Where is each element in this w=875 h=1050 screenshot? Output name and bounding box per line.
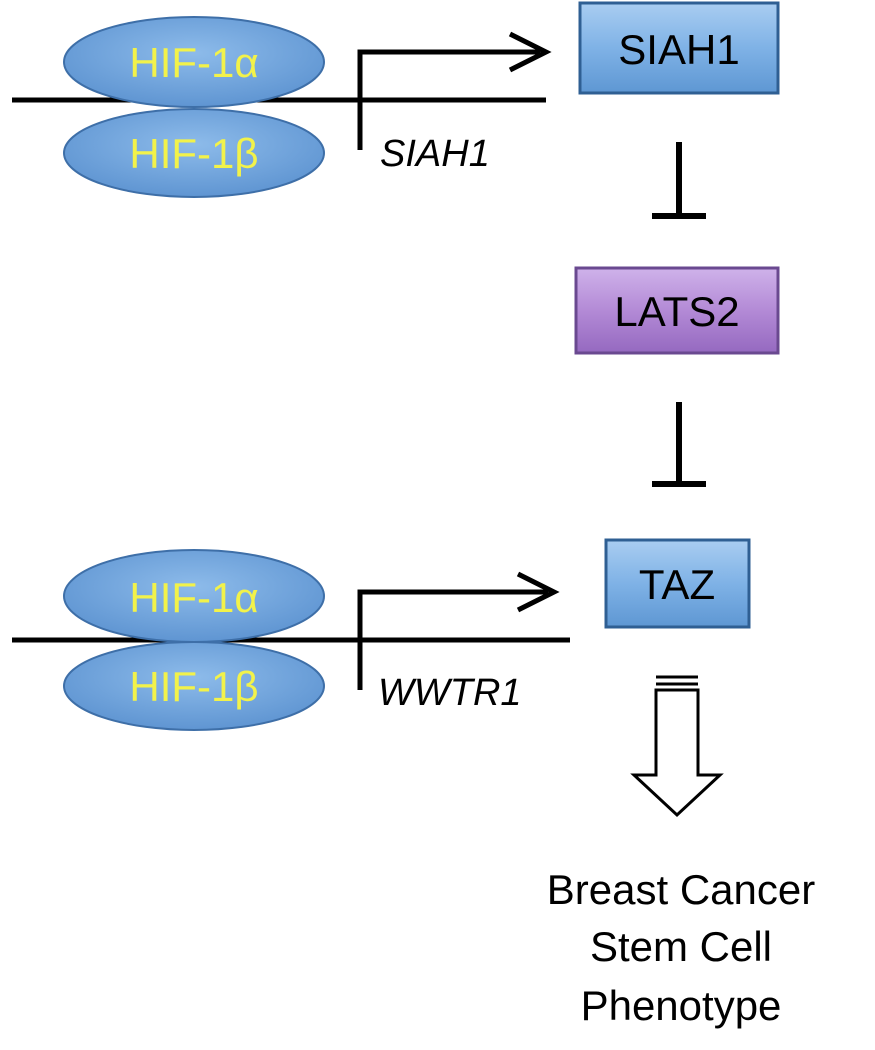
bottom-promoter-arrow [357, 589, 548, 690]
bottom-hif1-alpha-ellipse [63, 549, 325, 643]
top-hif1-beta-label: HIF-1β [129, 130, 258, 177]
top-arrow-head [508, 31, 552, 73]
inhibition-lats2-taz-icon [652, 402, 706, 487]
top-hif1-beta-ellipse [63, 108, 325, 198]
bottom-hif1-alpha-label: HIF-1α [129, 574, 258, 621]
lats2-label: LATS2 [614, 288, 739, 335]
outcome-label: Breast Cancer Stem Cell Phenotype [547, 866, 815, 1029]
taz-label: TAZ [639, 561, 715, 608]
top-gene-label: SIAH1 [380, 133, 490, 175]
lats2-node: LATS2 [574, 266, 780, 355]
bottom-gene-label: WWTR1 [378, 672, 522, 714]
taz-node: TAZ [604, 538, 751, 629]
bottom-hif1-beta-label: HIF-1β [129, 663, 258, 710]
outcome-line-2: Stem Cell [590, 923, 772, 970]
top-hif1-alpha-label: HIF-1α [129, 39, 258, 86]
bottom-arrow-head [516, 571, 560, 613]
outcome-line-3: Phenotype [581, 982, 782, 1029]
inhibition-siah1-lats2-icon [652, 142, 706, 219]
siah1-label: SIAH1 [618, 26, 739, 73]
top-hif-complex: HIF-1α HIF-1β SIAH1 [12, 16, 552, 198]
bottom-hif-complex: HIF-1α HIF-1β WWTR1 [12, 549, 570, 731]
hollow-down-arrow-icon [630, 675, 724, 818]
top-hif1-alpha-ellipse [63, 16, 325, 108]
siah1-node: SIAH1 [578, 1, 780, 95]
top-promoter-arrow [357, 49, 540, 150]
outcome-line-1: Breast Cancer [547, 866, 815, 913]
